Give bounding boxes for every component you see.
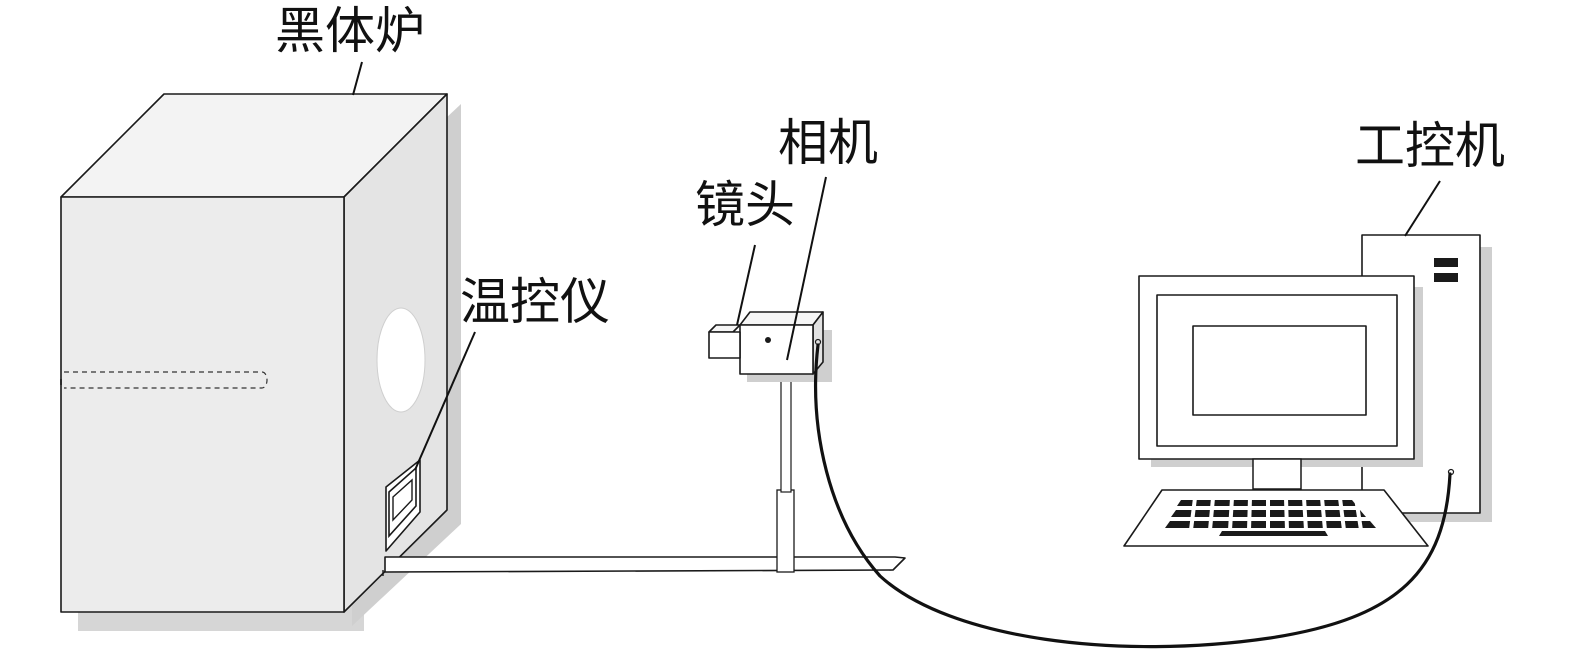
camera-assembly — [708, 311, 832, 382]
temperature-controller — [385, 459, 421, 552]
leader-lens — [736, 244, 756, 326]
keyboard — [1123, 489, 1429, 547]
label-camera: 相机 — [778, 114, 878, 172]
optical-rail — [382, 556, 906, 576]
furnace-aperture — [376, 307, 426, 413]
leader-blackbody — [352, 61, 363, 96]
leader-temp-controller — [414, 331, 476, 471]
leader-camera — [786, 176, 827, 361]
data-cable — [814, 343, 1452, 649]
camera-stand — [776, 373, 795, 573]
leader-ipc — [1404, 180, 1441, 237]
industrial-pc — [1123, 234, 1492, 547]
monitor-screen — [1192, 325, 1367, 416]
label-lens: 镜头 — [695, 176, 795, 234]
label-temperature-controller: 温控仪 — [460, 273, 610, 331]
lens-body — [708, 331, 741, 359]
blackbody-furnace — [60, 93, 461, 631]
label-blackbody-furnace: 黑体炉 — [275, 2, 425, 60]
label-industrial-pc: 工控机 — [1355, 117, 1505, 175]
